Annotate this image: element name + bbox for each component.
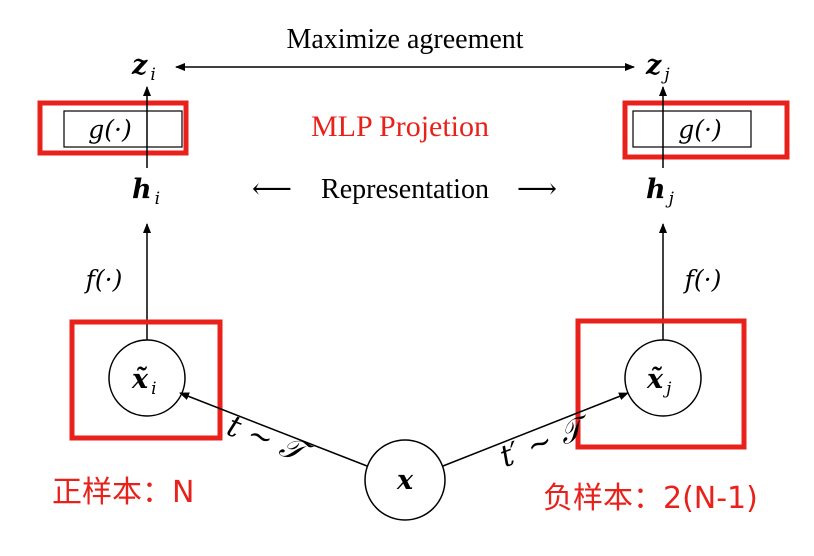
mlp-projection-label: MLP Projetion xyxy=(311,110,489,143)
augmentation-t-right: t′ ∼ 𝒯 xyxy=(495,408,596,475)
x-tilde-i-label: x̃i xyxy=(131,364,157,399)
x-input-label: x xyxy=(396,465,414,496)
positive-sample-box xyxy=(69,319,223,441)
x-tilde-j-label: x̃j xyxy=(646,364,672,399)
g-func-right: g(·) xyxy=(678,115,721,144)
representation-left-arrow: ⟵ xyxy=(252,174,292,205)
g-inner-box-left xyxy=(63,110,183,148)
f-func-right: f(·) xyxy=(683,265,722,294)
g-func-left: g(·) xyxy=(88,115,131,144)
g-box-right xyxy=(622,100,790,160)
x-tilde-i-node xyxy=(108,339,186,417)
representation-label: Representation xyxy=(321,174,489,205)
arrow-x-to-xt-left xyxy=(179,392,368,467)
x-tilde-j-node xyxy=(624,339,702,417)
g-inner-box-right xyxy=(632,110,752,148)
f-func-left: f(·) xyxy=(84,265,123,294)
positive-samples-label: 正样本：N xyxy=(52,475,194,510)
maximize-agreement-label: Maximize agreement xyxy=(286,24,523,55)
g-box-left xyxy=(37,100,189,156)
negative-sample-box xyxy=(575,318,747,450)
negative-samples-label: 负样本：2(N-1) xyxy=(543,481,758,516)
x-input-node xyxy=(364,439,446,521)
arrow-x-to-xt-right xyxy=(442,392,629,467)
representation-right-arrow: ⟶ xyxy=(517,174,557,205)
augmentation-t-left: t ∼ 𝒯 xyxy=(222,409,317,473)
